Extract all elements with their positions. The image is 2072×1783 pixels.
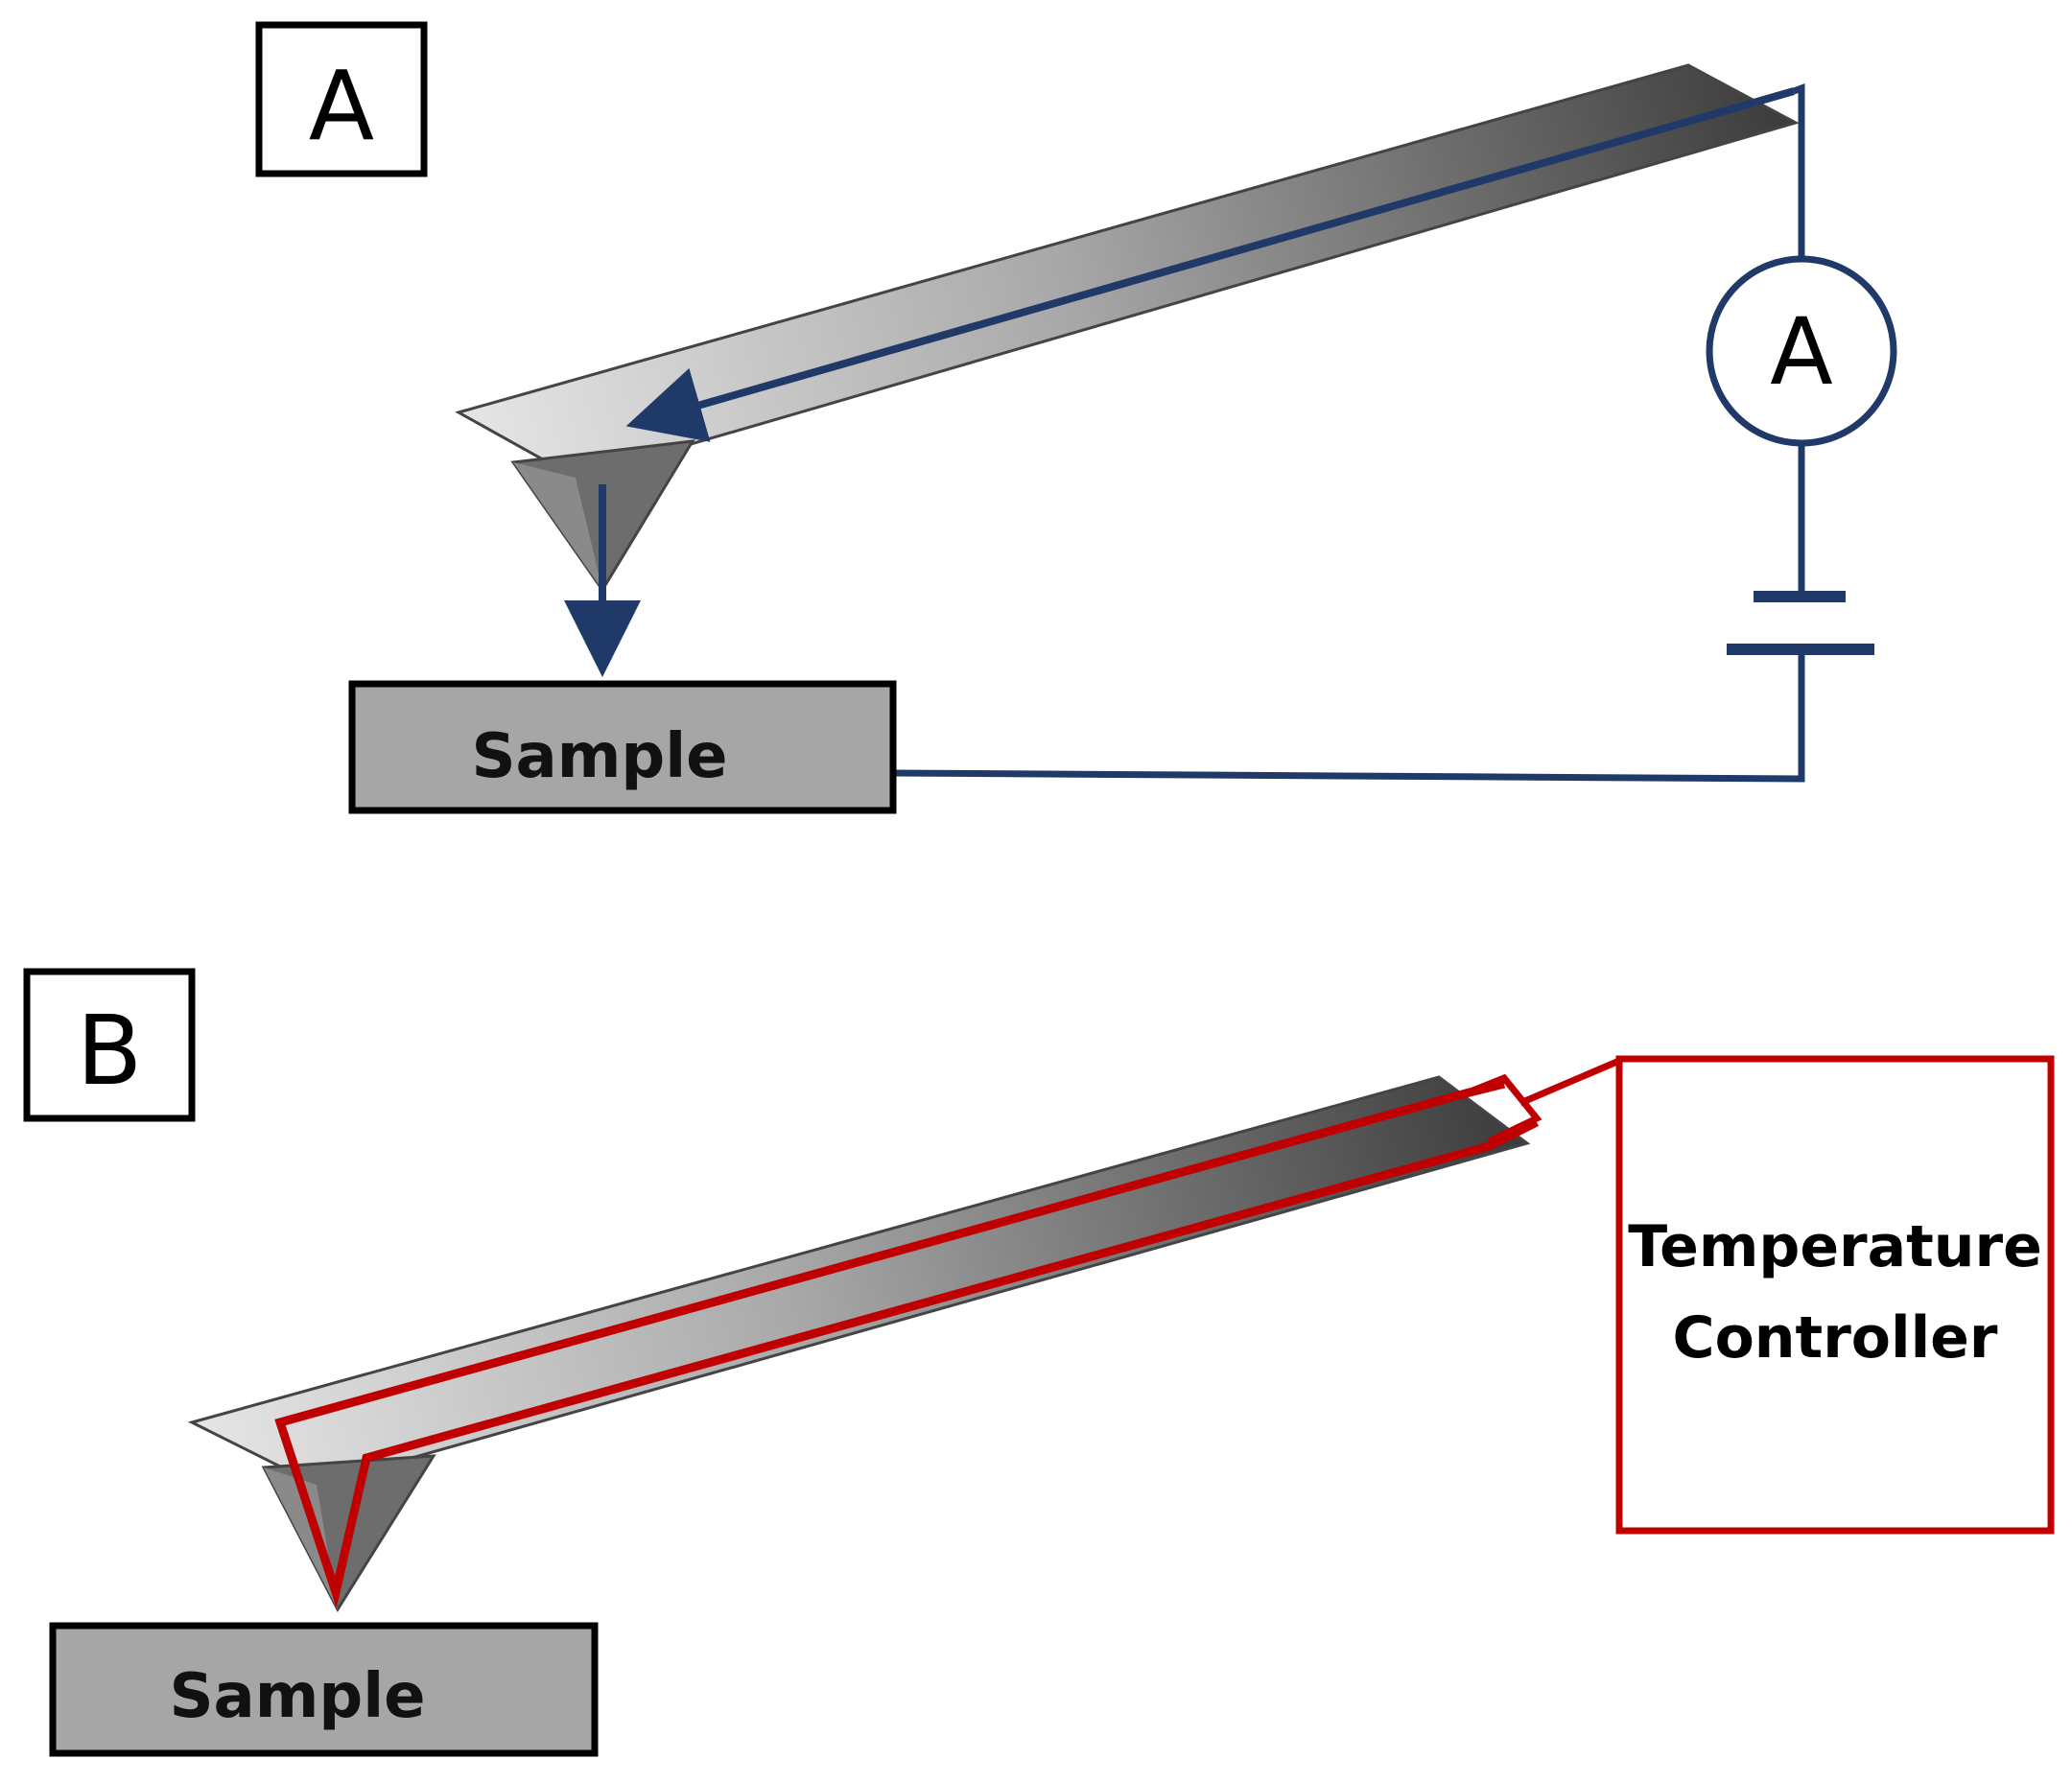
panel-b-label: B	[77, 995, 143, 1107]
circuit-wire-right	[1792, 82, 1805, 259]
temperature-controller-line2: Controller	[1673, 1304, 1998, 1372]
current-path-beam	[625, 87, 1796, 442]
sample-b	[49, 1622, 599, 1757]
cantilever-tip-face	[513, 462, 602, 590]
heated-cantilever-tip-face	[264, 1467, 338, 1609]
panel-a-label: A	[309, 50, 374, 162]
ammeter-label: A	[1770, 298, 1833, 406]
panel-b-label-box	[23, 968, 196, 1122]
heater-contact	[1464, 1073, 1542, 1145]
temperature-controller-box	[1615, 1055, 2055, 1535]
panel-a: A A Sample	[255, 21, 1897, 814]
panel-b: B Temperature Controller Sample	[23, 968, 2055, 1757]
heated-cantilever-beam	[187, 1075, 1531, 1487]
heater-wire-to-controller	[1519, 1057, 1621, 1107]
sample-a	[348, 680, 897, 814]
circuit-wire-bottom	[891, 649, 1805, 783]
sample-a-label: Sample	[471, 721, 727, 792]
temperature-controller-line1: Temperature	[1628, 1213, 2042, 1280]
panel-a-label-box	[255, 21, 428, 177]
sample-b-label: Sample	[169, 1661, 425, 1732]
